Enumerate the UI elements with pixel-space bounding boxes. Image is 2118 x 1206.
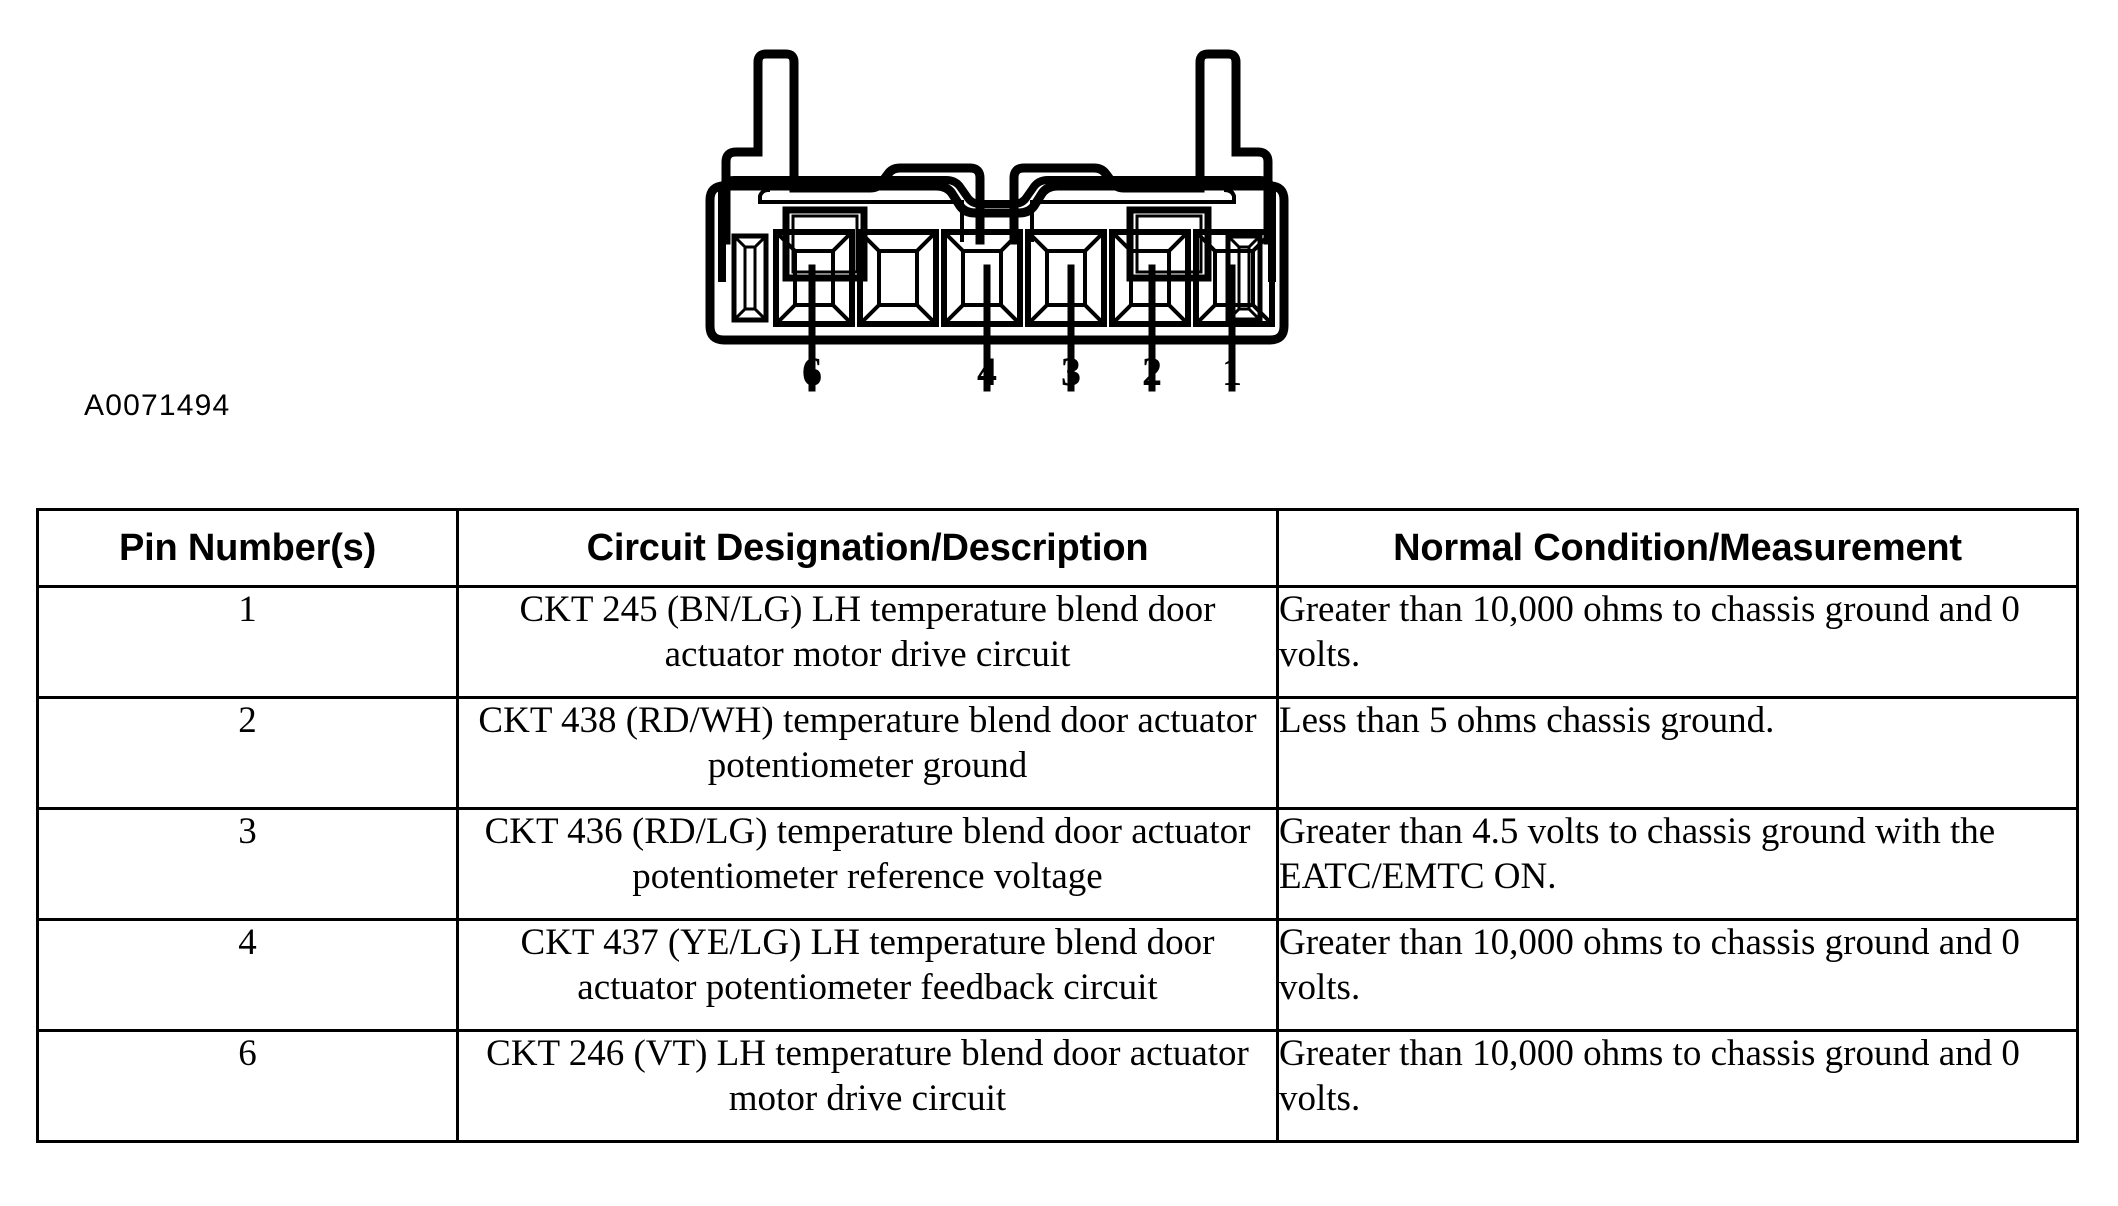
pinout-table: Pin Number(s) Circuit Designation/Descri… — [36, 508, 2079, 1143]
pin-callout-label-2: 2 — [1142, 349, 1162, 394]
cell-description: CKT 246 (VT) LH temperature blend door a… — [456, 1029, 1279, 1143]
column-header-normal-condition: Normal Condition/Measurement — [1276, 508, 2079, 588]
cell-pin-number: 4 — [36, 918, 459, 1032]
pin-callout-label-3: 3 — [1061, 349, 1081, 394]
table-row: 6 CKT 246 (VT) LH temperature blend door… — [36, 1029, 2079, 1143]
table-row: 1 CKT 245 (BN/LG) LH temperature blend d… — [36, 585, 2079, 699]
cell-measurement: Greater than 10,000 ohms to chassis grou… — [1276, 1029, 2079, 1143]
table-row: 2 CKT 438 (RD/WH) temperature blend door… — [36, 696, 2079, 810]
pin-cavity-4 — [1025, 229, 1107, 327]
cell-description: CKT 437 (YE/LG) LH temperature blend doo… — [456, 918, 1279, 1032]
cell-pin-number: 3 — [36, 807, 459, 921]
pin-callout-label-1: 1 — [1222, 349, 1242, 394]
column-header-circuit-designation: Circuit Designation/Description — [456, 508, 1279, 588]
column-header-pin-number: Pin Number(s) — [36, 508, 459, 588]
table-row: 3 CKT 436 (RD/LG) temperature blend door… — [36, 807, 2079, 921]
cell-description: CKT 438 (RD/WH) temperature blend door a… — [456, 696, 1279, 810]
table-header-row: Pin Number(s) Circuit Designation/Descri… — [36, 508, 2079, 588]
pin-cavity-2 — [857, 229, 939, 327]
pin-callout-label-6: 6 — [802, 349, 822, 394]
callout-leader-lines — [808, 264, 1236, 392]
cell-pin-number: 6 — [36, 1029, 459, 1143]
cell-pin-number: 2 — [36, 696, 459, 810]
connector-body-shell — [705, 176, 1289, 345]
pin-cavity-3 — [941, 229, 1023, 327]
side-slot-right — [1225, 233, 1263, 323]
cell-measurement: Greater than 4.5 volts to chassis ground… — [1276, 807, 2079, 921]
connector-diagram-area: 6 4 3 2 1 A0071494 — [0, 0, 2118, 470]
table-row: 4 CKT 437 (YE/LG) LH temperature blend d… — [36, 918, 2079, 1032]
cell-description: CKT 436 (RD/LG) temperature blend door a… — [456, 807, 1279, 921]
cell-pin-number: 1 — [36, 585, 459, 699]
cell-measurement: Less than 5 ohms chassis ground. — [1276, 696, 2079, 810]
pin-callout-label-4: 4 — [977, 349, 997, 394]
cell-description: CKT 245 (BN/LG) LH temperature blend doo… — [456, 585, 1279, 699]
cell-measurement: Greater than 10,000 ohms to chassis grou… — [1276, 918, 2079, 1032]
connector-illustration — [705, 49, 1289, 392]
cell-measurement: Greater than 10,000 ohms to chassis grou… — [1276, 585, 2079, 699]
side-slot-left — [731, 233, 769, 323]
figure-id-label: A0071494 — [84, 389, 231, 422]
